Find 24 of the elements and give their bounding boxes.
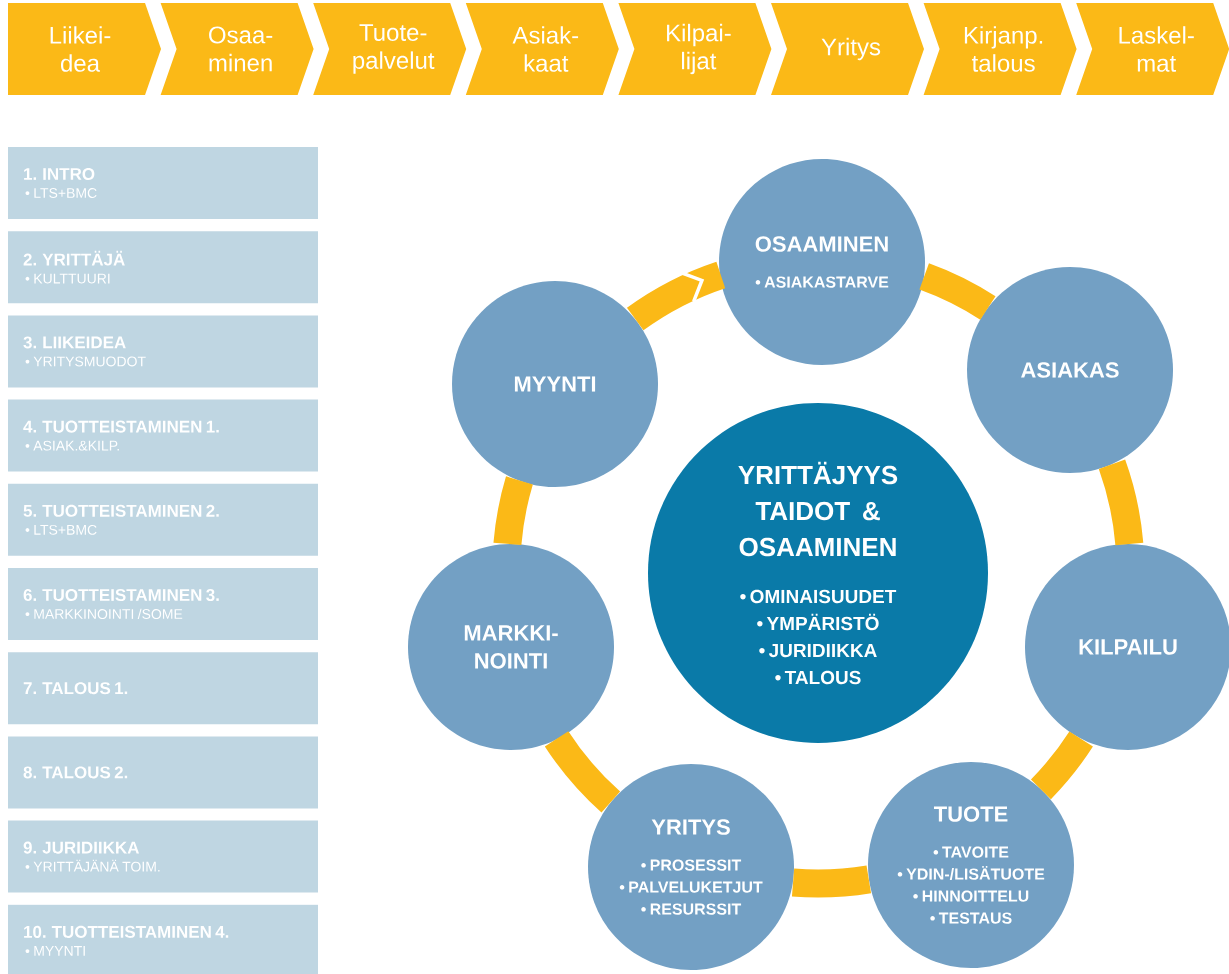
process-step: Yritys xyxy=(771,3,924,95)
session-box: 1. INTRO • LTS+BMC xyxy=(8,147,318,219)
session-box: 8. TALOUS 2. xyxy=(8,736,318,809)
process-step: Liikei- dea xyxy=(8,3,161,95)
ring-segment xyxy=(544,731,621,813)
session-box: 3. LIIKEIDEA • YRITYSMUODOT xyxy=(8,315,318,388)
process-step: Asiak- kaat xyxy=(465,3,619,95)
process-step: Kirjanp. talous xyxy=(923,3,1077,95)
ring-segment xyxy=(1030,731,1093,800)
session-box: 10. TUOTTEISTAMINEN 4. • MYYNTI xyxy=(8,904,318,974)
session-box: 5. TUOTTEISTAMINEN 2. • LTS+BMC xyxy=(8,483,318,556)
session-box: 6. TUOTTEISTAMINEN 3. • MARKKINOINTI /SOME xyxy=(8,568,318,640)
ring-segment xyxy=(493,476,533,546)
ring-segment xyxy=(1098,459,1144,546)
session-box: 4. TUOTTEISTAMINEN 1. • ASIAK.&KILP. xyxy=(8,399,318,472)
process-step: Kilpai- lijat xyxy=(618,3,772,95)
process-step: Tuote- palvelut xyxy=(313,3,467,95)
session-box: 9. JURIDIIKKA • YRITTÄJÄNÄ TOIM. xyxy=(8,820,318,893)
ring-segment xyxy=(919,263,996,320)
session-box: 7. TALOUS 1. xyxy=(8,652,318,725)
session-box: 2. YRITTÄJÄ • KULTTUURI xyxy=(8,231,318,304)
ring-segment xyxy=(792,865,871,898)
process-step: Osaa- minen xyxy=(160,3,314,95)
process-step: Laskel- mat xyxy=(1076,3,1229,95)
